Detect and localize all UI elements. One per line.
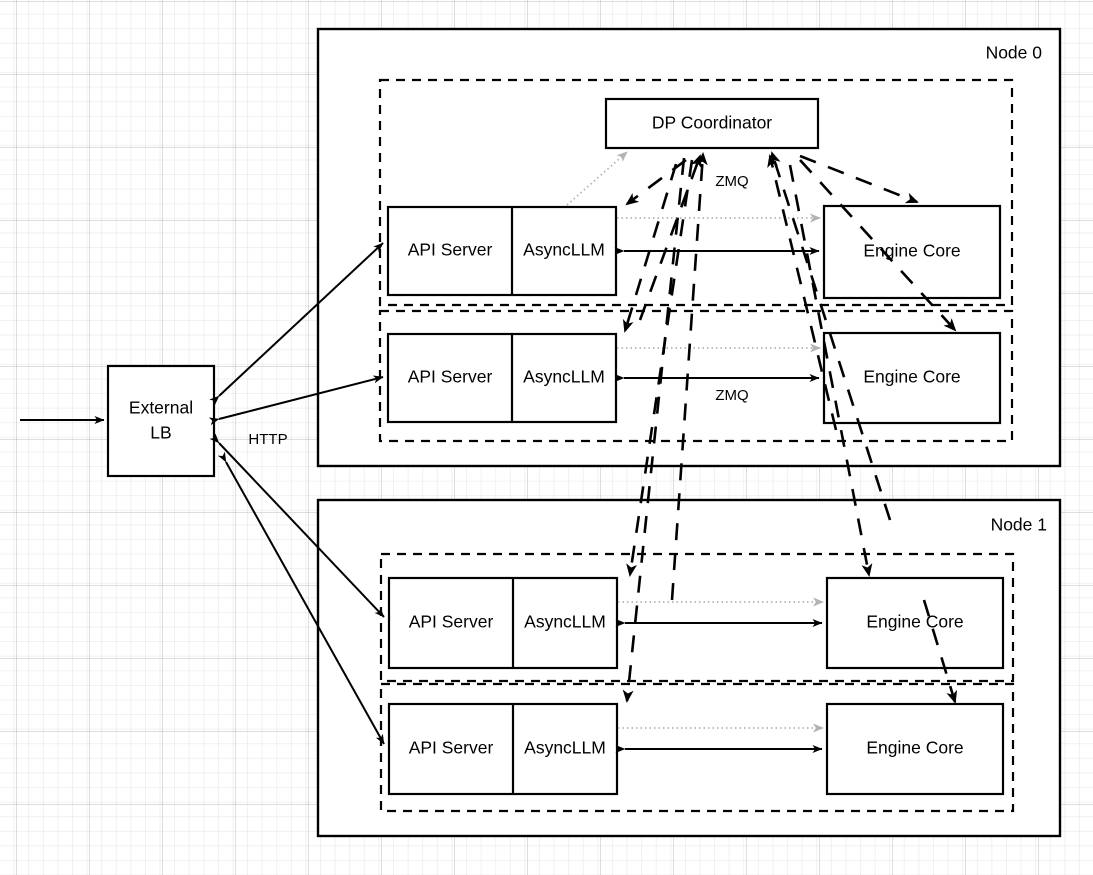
coordinator-to-node1-asyncllm1-dashed [622, 157, 686, 703]
node-1-frontend-1[interactable]: API Server AsyncLLM [387, 702, 619, 796]
node-1-asyncllm-1-label: AsyncLLM [524, 738, 606, 758]
node-1-engine-core-1[interactable]: Engine Core [825, 702, 1005, 796]
node-0-api-server-0-label: API Server [408, 240, 493, 260]
http-label: HTTP [248, 431, 287, 448]
node-0-engine-core-0-label: Engine Core [863, 241, 960, 261]
coordinator-to-node0-engine1-dashed [799, 159, 957, 332]
node-1-engine-core-1-box[interactable] [825, 702, 1005, 796]
node-0-frontend-0[interactable]: API Server AsyncLLM [386, 205, 618, 297]
node-0-dp-group-0 [378, 78, 1014, 307]
lb-to-node1-api1-arrow [217, 451, 385, 745]
coordinator-zmq-label: ZMQ [715, 173, 748, 190]
node-0-asyncllm-0-label: AsyncLLM [523, 240, 605, 260]
node-0-engine-core-1-box[interactable] [822, 331, 1002, 425]
node-1-group-1-box [379, 682, 1015, 813]
node0-row1-zmq-label: ZMQ [715, 387, 748, 404]
node-0-frontend-1[interactable]: API Server AsyncLLM [386, 332, 618, 424]
coordinator-to-node1-engine0-dashed [788, 164, 873, 577]
node-1-asyncllm-0-label: AsyncLLM [524, 612, 606, 632]
node-0-engine-core-1-label: Engine Core [863, 367, 960, 387]
node-0-asyncllm-1-label: AsyncLLM [523, 367, 605, 387]
node-1-dp-group-0 [379, 552, 1015, 683]
node-0-api-server-1-label: API Server [408, 367, 493, 387]
node-0-engine-core-0[interactable]: Engine Core [822, 204, 1002, 300]
node-0-label: Node 0 [986, 43, 1043, 63]
node-1-dp-group-1 [379, 682, 1015, 813]
node-1-frontend-1-box[interactable] [387, 702, 619, 796]
lb-to-node0-api0-arrow [209, 242, 384, 406]
node-1-api-server-1-label: API Server [409, 738, 494, 758]
node-1-api-server-0-label: API Server [409, 612, 494, 632]
node1-engine-to-coordinator-dashed-2 [770, 151, 892, 521]
coordinator-to-node1-asyncllm0-dashed [626, 159, 694, 577]
node-1-frontend-0[interactable]: API Server AsyncLLM [387, 576, 619, 670]
external-lb-label-line1: External [129, 398, 193, 418]
node-1-engine-core-0-box[interactable] [825, 576, 1005, 670]
node1-engine-to-coordinator-dashed-1 [670, 152, 708, 601]
node-1-engine-core-1-label: Engine Core [866, 738, 963, 758]
node-0-frontend-1-box[interactable] [386, 332, 618, 424]
lb-to-node0-api1-arrow [208, 375, 384, 426]
coordinator-to-node0-engine0-dashed [799, 154, 919, 204]
node-0-group-0-box [378, 78, 1014, 307]
external-lb[interactable]: External LB [106, 364, 216, 478]
node-1-label: Node 1 [991, 515, 1047, 535]
external-lb-label-line2: LB [150, 423, 171, 443]
node-0-engine-core-1[interactable]: Engine Core [822, 331, 1002, 425]
node0-engine-to-coordinator-dashed-2 [767, 154, 838, 431]
external-lb-box[interactable] [106, 364, 216, 478]
node-1-engine-core-0[interactable]: Engine Core [825, 576, 1005, 670]
node-1-group-0-box [379, 552, 1015, 683]
dp-coordinator-label: DP Coordinator [652, 113, 772, 133]
node-1-frontend-0-box[interactable] [387, 576, 619, 670]
dp-coordinator[interactable]: DP Coordinator [604, 97, 820, 150]
dp-coordinator-box[interactable] [604, 97, 820, 150]
node-1-engine-core-0-label: Engine Core [866, 612, 963, 632]
